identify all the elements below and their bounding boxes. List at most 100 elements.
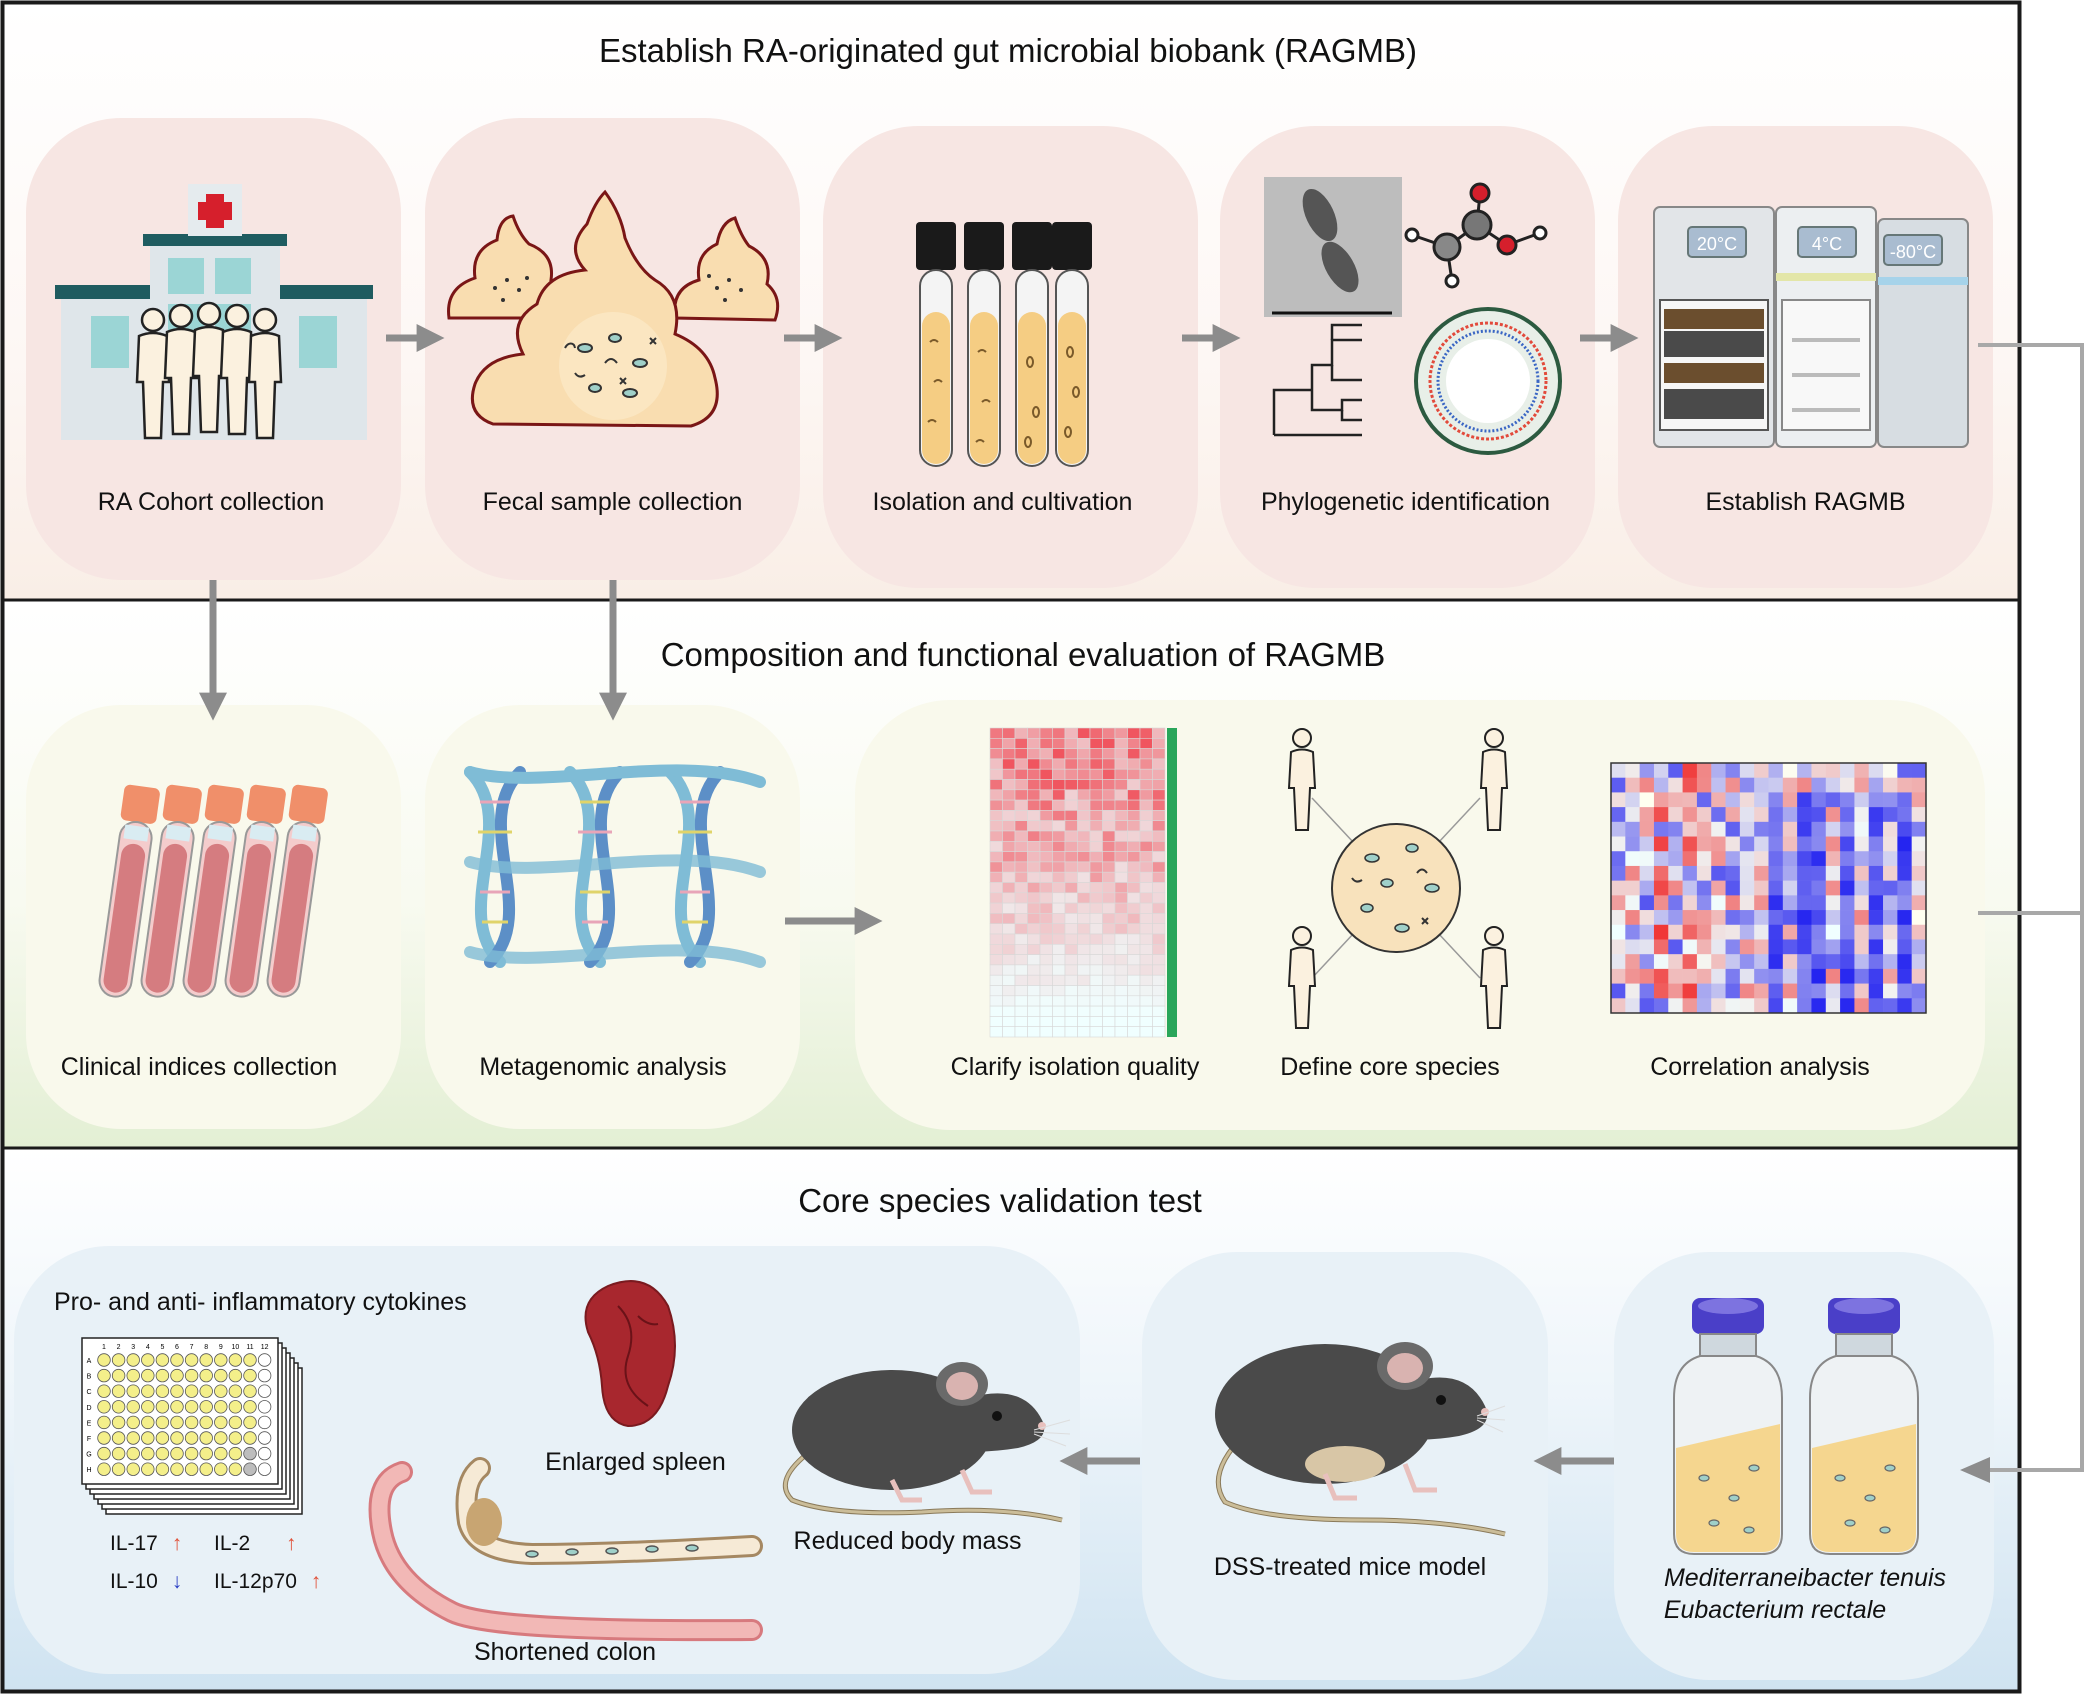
heatmap-cell	[989, 944, 1003, 955]
heatmap-cell	[1653, 939, 1669, 955]
heatmap-cell	[1089, 1016, 1103, 1027]
heatmap-cell	[1102, 779, 1116, 791]
heatmap-cell	[1064, 758, 1078, 770]
heatmap-cell	[1897, 954, 1912, 970]
heatmap-cell	[1039, 768, 1053, 780]
plate-col-label: 10	[232, 1344, 240, 1351]
heatmap-cell	[1077, 923, 1091, 935]
heatmap-cell	[1883, 998, 1898, 1014]
heatmap-cell	[1014, 768, 1028, 780]
heatmap-cell	[1696, 998, 1712, 1014]
heatmap-cell	[1102, 913, 1116, 924]
heatmap-cell	[1883, 865, 1898, 881]
plate-well	[111, 1353, 126, 1367]
heatmap-cell	[1625, 910, 1640, 926]
plate-well	[141, 1353, 155, 1367]
heatmap-cell	[1739, 880, 1755, 896]
heatmap-cell	[1611, 954, 1626, 970]
heatmap-cell	[1811, 910, 1827, 926]
heatmap-cell	[1840, 763, 1855, 779]
heatmap-cell	[1002, 768, 1016, 780]
heatmap-cell	[1911, 939, 1927, 955]
heatmap-cell	[1052, 727, 1066, 739]
plate-well	[97, 1431, 111, 1445]
heatmap-cell	[1114, 882, 1128, 894]
heatmap-cell	[1002, 1005, 1016, 1017]
heatmap-cell	[989, 1016, 1003, 1027]
heatmap-cell	[1696, 836, 1712, 852]
heatmap-cell	[1768, 924, 1784, 940]
heatmap-cell	[1854, 777, 1870, 793]
label-spleen: Enlarged spleen	[545, 1448, 726, 1476]
plate-well	[97, 1400, 111, 1414]
heatmap-cell	[1027, 902, 1041, 914]
label-cohort: RA Cohort collection	[97, 488, 325, 516]
heatmap-cell	[1782, 763, 1798, 779]
heatmap-cell	[1127, 820, 1141, 832]
heatmap-cell	[1782, 777, 1798, 793]
heatmap-cell	[1897, 939, 1912, 955]
heatmap-cell	[1139, 1026, 1153, 1038]
heatmap-cell	[1002, 985, 1016, 997]
heatmap-cell	[1696, 792, 1712, 808]
heatmap-cell	[1152, 841, 1166, 852]
heatmap-cell	[1039, 995, 1053, 1007]
heatmap-cell	[1911, 983, 1927, 999]
heatmap-cell	[1825, 865, 1841, 881]
heatmap-cell	[1064, 738, 1078, 749]
heatmap-cell	[1114, 841, 1128, 852]
heatmap-cell	[1077, 933, 1091, 945]
heatmap-cell	[1754, 807, 1769, 823]
heatmap-cell	[1682, 865, 1698, 881]
cytokine-il12p70: IL-12p70 ↑	[214, 1570, 321, 1594]
heatmap-cell	[1696, 939, 1712, 955]
plate-well	[111, 1384, 126, 1398]
heatmap-cell	[1682, 998, 1698, 1014]
heatmap-cell	[1039, 923, 1053, 935]
heatmap-cell	[1014, 1005, 1028, 1017]
plate-well	[170, 1446, 184, 1461]
plate-well	[111, 1400, 126, 1414]
heatmap-cell	[1797, 792, 1812, 808]
heatmap-cell	[1840, 851, 1855, 867]
plate-well	[257, 1415, 272, 1430]
heatmap-cell	[1114, 902, 1128, 914]
heatmap-cell	[989, 727, 1003, 739]
heatmap-cell	[1152, 768, 1166, 780]
heatmap-cell	[1911, 777, 1927, 793]
heatmap-cell	[1114, 1005, 1128, 1017]
heatmap-cell	[1854, 954, 1870, 970]
heatmap-cell	[1127, 933, 1141, 945]
heatmap-cell	[1768, 865, 1784, 881]
plate-well	[199, 1415, 213, 1430]
heatmap-cell	[1064, 789, 1078, 801]
heatmap-cell	[1840, 968, 1855, 984]
heatmap-cell	[1152, 974, 1166, 986]
heatmap-cell	[1077, 1005, 1091, 1017]
heatmap-cell	[1089, 861, 1103, 873]
heatmap-cell	[1014, 738, 1028, 749]
heatmap-cell	[1668, 910, 1683, 926]
plate-well	[170, 1368, 184, 1383]
heatmap-cell	[1152, 727, 1166, 739]
heatmap-cell	[1002, 954, 1016, 966]
heatmap-cell	[1825, 998, 1841, 1014]
heatmap-cell	[1911, 968, 1927, 984]
heatmap-cell	[1883, 880, 1898, 896]
heatmap-cell	[1754, 968, 1769, 984]
plate-well	[141, 1446, 155, 1461]
plate-row-label: D	[86, 1405, 91, 1412]
heatmap-cell	[1027, 913, 1041, 924]
heatmap-cell	[1077, 830, 1091, 842]
heatmap-cell	[1127, 810, 1141, 822]
heatmap-cell	[1754, 954, 1769, 970]
heatmap-cell	[1868, 865, 1884, 881]
plate-well	[141, 1462, 155, 1476]
plate-well	[141, 1431, 155, 1445]
label-colon: Shortened colon	[473, 1638, 657, 1666]
heatmap-cell	[1653, 836, 1669, 852]
heatmap-cell	[1052, 748, 1066, 760]
heatmap-cell	[1014, 944, 1028, 955]
heatmap-cell	[1625, 807, 1640, 823]
heatmap-cell	[1639, 924, 1655, 940]
